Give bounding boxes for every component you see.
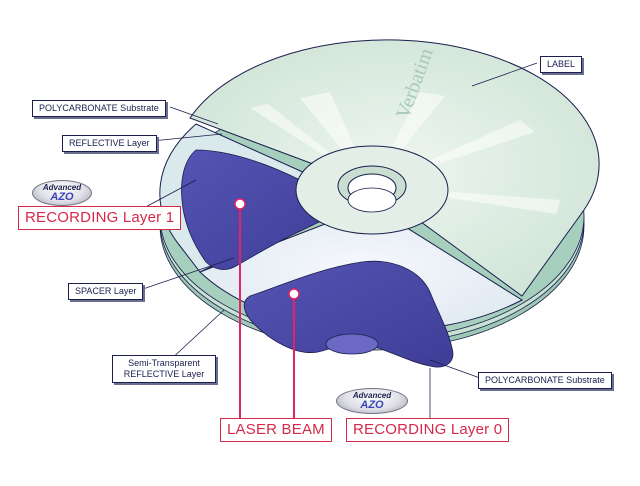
dye-highlight — [325, 333, 379, 355]
recording-layer-1-dye — [181, 149, 349, 270]
recording-layer-0-label: RECORDING Layer 0 — [346, 418, 510, 442]
polycarbonate-top-callout: POLYCARBONATE Substrate — [32, 100, 166, 117]
semi-transparent-line1: Semi-Transparent — [128, 358, 200, 368]
semi-transparent-callout: Semi-Transparent REFLECTIVE Layer — [112, 355, 216, 383]
badge-bottom-line2: AZO — [360, 399, 384, 411]
polycarbonate-bottom-callout: POLYCARBONATE Substrate — [478, 372, 612, 389]
laser-spot-lower — [288, 288, 300, 300]
badge-top-line2: AZO — [50, 191, 74, 203]
laser-spot-upper — [234, 198, 246, 210]
laser-beam-label: LASER BEAM — [220, 418, 332, 442]
advanced-azo-badge-top: Advanced AZO — [32, 180, 92, 206]
semi-transparent-line2: REFLECTIVE Layer — [123, 369, 205, 379]
recording-layer-1-label: RECORDING Layer 1 — [18, 206, 182, 230]
laser-beams — [234, 198, 300, 418]
advanced-azo-badge-bottom: Advanced AZO — [336, 388, 408, 414]
badge-top-line1: Advanced — [42, 183, 82, 192]
reflective-callout: REFLECTIVE Layer — [62, 135, 157, 152]
label-callout: LABEL — [540, 56, 583, 73]
recording-layer-0-dye — [243, 260, 454, 368]
center-hub — [295, 145, 449, 235]
badge-bottom-line1: Advanced — [352, 391, 392, 400]
leader-lines — [139, 62, 538, 420]
spacer-callout: SPACER Layer — [68, 283, 144, 300]
